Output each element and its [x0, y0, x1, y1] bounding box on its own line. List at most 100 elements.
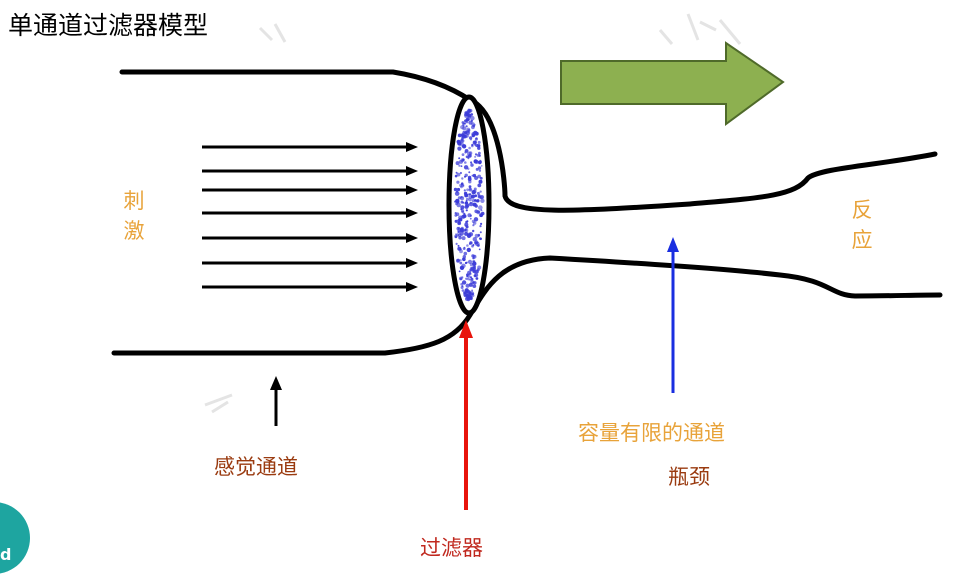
filter-dot [479, 237, 483, 241]
watermark [204, 13, 742, 414]
response-label: 反应 [851, 198, 873, 252]
stimulus-arrow-head [406, 258, 418, 268]
limited-channel-label: 容量有限的通道 [578, 421, 725, 445]
filter-dot [461, 135, 465, 139]
filter-dot [459, 265, 465, 270]
filter-dot [466, 220, 469, 223]
filter-dot [470, 138, 472, 141]
filter-dot [479, 176, 483, 180]
filter-dot [458, 159, 464, 164]
sensory-channel-arrow [270, 376, 282, 426]
filter-dot [473, 187, 477, 191]
filter-dot [467, 167, 470, 170]
filter-label: 过滤器 [420, 536, 483, 560]
filter-dot [465, 125, 468, 128]
filter-dot [472, 224, 475, 227]
tube-lower-edge [111, 255, 943, 356]
filter-dot [472, 284, 477, 288]
filter-dot [471, 293, 474, 296]
filter-dot [465, 277, 468, 280]
right-arrow-icon [560, 41, 785, 126]
filter-dot [460, 209, 465, 213]
filter-dot [460, 196, 463, 199]
filter-dot [455, 233, 457, 236]
filter-dot [458, 164, 461, 167]
filter-dot [453, 187, 458, 192]
filter-dot [457, 244, 460, 247]
filter-dot [459, 171, 462, 175]
filter-dot [474, 159, 479, 164]
filter-dot [473, 254, 476, 258]
filter-dot [469, 193, 472, 196]
filter-dot [461, 121, 465, 124]
filter-dot [472, 229, 475, 233]
filter-dot [457, 218, 461, 222]
filter-dot [474, 273, 479, 277]
filter-dot [462, 201, 465, 204]
filter-dot [472, 244, 475, 246]
filter-dot [479, 160, 482, 164]
filter-dot [461, 276, 464, 279]
stimulus-arrow-head [406, 233, 418, 243]
filter-dot [457, 133, 462, 138]
filter-dot [460, 282, 464, 286]
filter-dot [478, 179, 483, 184]
filter-dot [458, 270, 461, 273]
filter-dot [470, 277, 474, 281]
filter-dot [474, 194, 478, 198]
filter-dot [479, 195, 483, 200]
filter-dot [472, 203, 476, 206]
filter-dot [477, 174, 482, 179]
filter-dot [464, 193, 469, 198]
filter-dot [468, 294, 472, 298]
filter-dot [470, 163, 474, 167]
filter-dot [460, 165, 463, 168]
filter-dot [480, 165, 483, 167]
filter-dot [466, 188, 469, 192]
filter-dot [454, 219, 458, 223]
filter-dot [459, 261, 463, 265]
stimulus-label: 刺激 [123, 189, 145, 243]
filter-dot [455, 198, 460, 204]
filter-dot [474, 143, 477, 146]
filter-dot [455, 171, 458, 174]
filter-dot [466, 298, 470, 302]
filter-dot [455, 242, 458, 245]
filter-dot [468, 171, 471, 174]
filter-dot [454, 191, 460, 196]
filter-dot [457, 221, 461, 224]
filter-dot [478, 169, 482, 172]
filter-dot [469, 268, 473, 272]
filter-dot [479, 213, 483, 218]
filter-dot [475, 277, 479, 280]
filter-dot [477, 140, 481, 144]
filter-dot [456, 258, 460, 263]
filter-dot [461, 285, 464, 287]
filter-dot [466, 130, 470, 134]
filter-dot [464, 228, 469, 233]
filter-dot [463, 251, 468, 256]
filter-dot [469, 217, 472, 220]
filter-dot [463, 122, 467, 125]
filter-dot [459, 183, 463, 187]
filter-dot [459, 228, 464, 233]
filter-dot [466, 290, 471, 294]
filter-dot [460, 138, 465, 143]
filter-dot [469, 201, 474, 207]
filter-dot [455, 161, 460, 166]
filter-dot [469, 276, 473, 279]
filter-dot [469, 241, 473, 245]
filter-dot [463, 189, 466, 192]
filter-dot [466, 247, 471, 253]
filter-dot [462, 123, 465, 126]
filter-dot [456, 139, 461, 144]
filter-dot [478, 205, 483, 210]
filter-dot [467, 270, 472, 275]
filter-dot [465, 283, 470, 288]
filter-dot [457, 188, 460, 191]
filter-dot [466, 293, 469, 296]
filter-dot [467, 177, 472, 182]
filter-dot [474, 269, 479, 274]
filter-dot [475, 167, 479, 171]
filter-dot [469, 188, 472, 191]
